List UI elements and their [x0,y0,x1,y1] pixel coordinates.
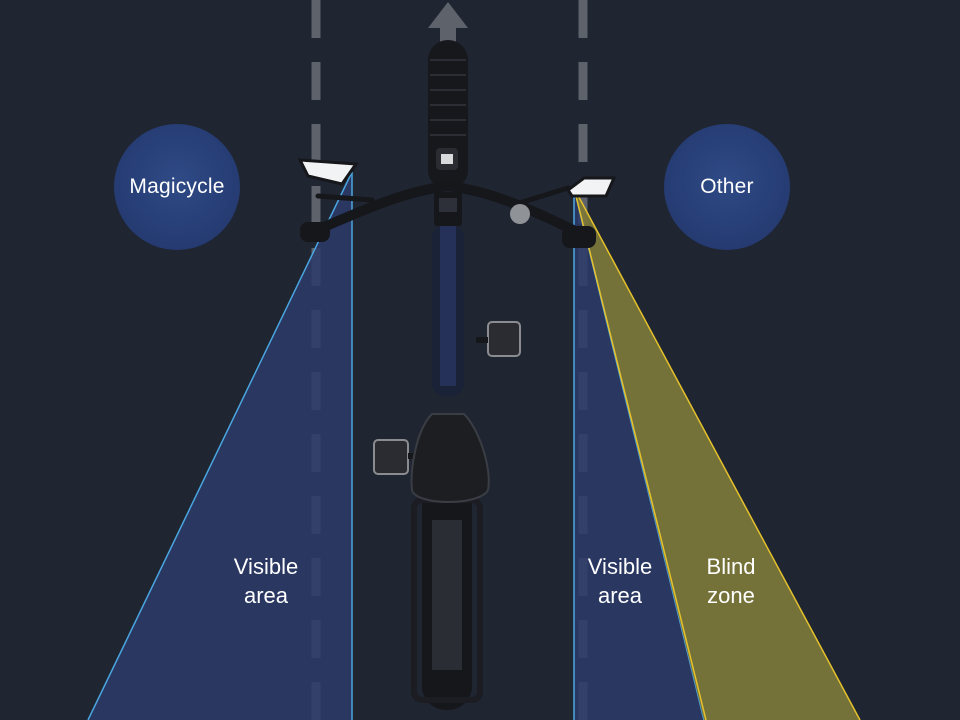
label-line-1: Visible [233,554,299,579]
left-visible-edge [87,171,353,720]
blind-zone-edge [573,187,707,720]
magicycle-badge: Magicycle [114,124,240,250]
left-mirror-icon [297,158,359,186]
right-visible-area-label: Visible area [560,552,680,610]
label-line-2: area [597,583,643,608]
other-badge-label: Other [700,175,754,198]
magicycle-badge-label: Magicycle [129,175,225,198]
label-line-2: area [243,583,289,608]
blind-zone-label: Blind zone [671,552,791,610]
other-badge: Other [664,124,790,250]
label-line-2: zone [707,583,755,608]
label-line-1: Visible [587,554,653,579]
left-visible-area-label: Visible area [206,552,326,610]
right-mirror-icon [565,176,617,198]
blind-zone-edge [573,187,861,720]
bicycle-illustration [300,40,596,710]
label-line-1: Blind [706,554,756,579]
